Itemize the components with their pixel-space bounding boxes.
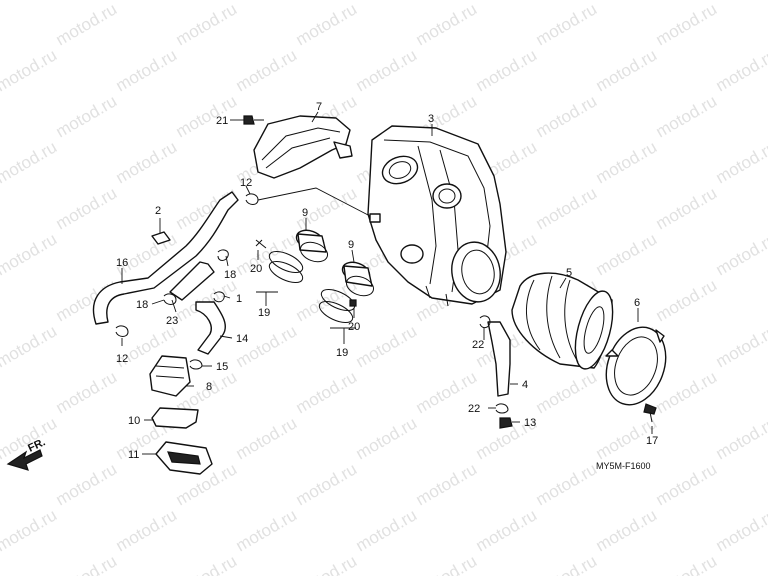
air-filter-element[interactable] xyxy=(511,272,620,373)
label-17: 17 xyxy=(646,435,658,447)
screw-21[interactable] xyxy=(243,115,264,125)
connecting-boot-lower[interactable] xyxy=(340,259,376,299)
label-7: 7 xyxy=(316,101,322,113)
label-10: 10 xyxy=(128,415,140,427)
clip-18-upper[interactable] xyxy=(217,249,229,261)
label-5: 5 xyxy=(566,267,572,279)
clip-12-lower[interactable] xyxy=(115,325,129,337)
label-18-lower: 18 xyxy=(136,299,148,311)
band-clamp-lower[interactable] xyxy=(316,285,357,327)
air-cleaner-cover[interactable] xyxy=(253,115,353,179)
clip-22-upper[interactable] xyxy=(479,315,491,329)
band-clamp-upper[interactable] xyxy=(266,247,305,287)
label-20-upper: 20 xyxy=(250,263,262,275)
label-1: 1 xyxy=(236,293,242,305)
front-marker-text: FR. xyxy=(26,436,47,454)
leader-lines xyxy=(121,111,653,455)
label-6: 6 xyxy=(634,297,640,309)
nut-13[interactable] xyxy=(499,417,513,429)
label-19-upper: 19 xyxy=(258,307,270,319)
air-filter-end-cap[interactable] xyxy=(596,319,676,413)
drain-tube[interactable] xyxy=(487,321,511,397)
label-8: 8 xyxy=(206,381,212,393)
label-4: 4 xyxy=(522,379,528,391)
label-23: 23 xyxy=(166,315,178,327)
figure-code: MY5M-F1600 xyxy=(596,461,651,471)
label-19-lower: 19 xyxy=(336,347,348,359)
label-2: 2 xyxy=(155,205,161,217)
air-cleaner-housing[interactable] xyxy=(367,125,507,307)
screw-17[interactable] xyxy=(643,403,657,423)
label-22-upper: 22 xyxy=(472,339,484,351)
pad-10[interactable] xyxy=(151,407,199,429)
label-9-lower: 9 xyxy=(348,239,354,251)
holder-8[interactable] xyxy=(149,355,191,397)
hose-23[interactable] xyxy=(169,261,215,301)
label-22-lower: 22 xyxy=(468,403,480,415)
label-3: 3 xyxy=(428,113,434,125)
hose-14[interactable] xyxy=(195,301,226,355)
label-9-upper: 9 xyxy=(302,207,308,219)
clip-12-upper[interactable] xyxy=(245,193,259,205)
label-12-lower: 12 xyxy=(116,353,128,365)
label-13: 13 xyxy=(524,417,536,429)
clip-1[interactable] xyxy=(213,291,225,303)
clip-18-lower[interactable] xyxy=(163,293,177,305)
hose-clamp-2[interactable] xyxy=(151,231,171,245)
clip-22-lower[interactable] xyxy=(495,403,509,414)
label-18-upper: 18 xyxy=(224,269,236,281)
label-15: 15 xyxy=(216,361,228,373)
clamp-screw-20-upper[interactable] xyxy=(255,239,267,249)
label-21: 21 xyxy=(216,115,228,127)
clip-15[interactable] xyxy=(189,359,203,370)
label-20-lower: 20 xyxy=(348,321,360,333)
front-arrow-icon xyxy=(6,449,43,471)
label-12-upper: 12 xyxy=(240,177,252,189)
hose-16[interactable] xyxy=(92,191,239,325)
label-11: 11 xyxy=(128,449,139,461)
clamp-screw-20-lower[interactable] xyxy=(349,299,357,307)
cushion-11[interactable] xyxy=(155,441,213,475)
label-16: 16 xyxy=(116,257,128,269)
label-14: 14 xyxy=(236,333,248,345)
connecting-boot-upper[interactable] xyxy=(294,227,330,265)
